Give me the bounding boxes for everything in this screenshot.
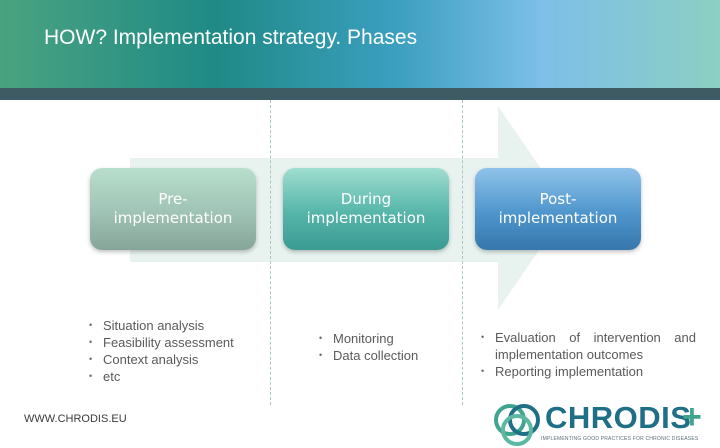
footer-url[interactable]: WWW.CHRODIS.EU xyxy=(24,413,127,425)
list-item: etc xyxy=(89,368,264,385)
list-item: Reporting implementation xyxy=(481,363,696,380)
list-item: Situation analysis xyxy=(89,317,264,334)
phase-pre-implementation: Pre- implementation xyxy=(90,168,256,250)
list-item: Monitoring xyxy=(319,330,469,347)
phase-label-line1: During xyxy=(340,190,392,208)
list-item: Feasibility assessment xyxy=(89,334,264,351)
logo-tagline: IMPLEMENTING GOOD PRACTICES FOR CHRONIC … xyxy=(541,436,699,442)
pre-implementation-list: Situation analysis Feasibility assessmen… xyxy=(89,317,264,385)
list-item: Context analysis xyxy=(89,351,264,368)
list-item: Evaluation of intervention and implement… xyxy=(481,329,696,363)
phase-label-line2: implementation xyxy=(498,209,618,227)
phase-divider-1 xyxy=(270,100,271,405)
chrodis-logo-icon xyxy=(494,404,540,446)
post-implementation-list: Evaluation of intervention and implement… xyxy=(481,329,696,380)
logo-plus: + xyxy=(682,398,702,436)
phase-label-line2: implementation xyxy=(113,209,233,227)
list-item: Data collection xyxy=(319,347,469,364)
header-divider xyxy=(0,88,720,100)
phase-during-implementation: During implementation xyxy=(283,168,449,250)
phase-label-line1: Pre- xyxy=(158,190,188,208)
slide-title: HOW? Implementation strategy. Phases xyxy=(44,26,418,49)
header-banner xyxy=(0,0,720,90)
phase-post-implementation: Post- implementation xyxy=(475,168,641,250)
phase-divider-2 xyxy=(462,100,463,405)
during-implementation-list: Monitoring Data collection xyxy=(319,330,469,364)
phase-label-line1: Post- xyxy=(539,190,577,208)
logo-wordmark: CHRODIS xyxy=(545,400,692,435)
phase-label-line2: implementation xyxy=(306,209,426,227)
